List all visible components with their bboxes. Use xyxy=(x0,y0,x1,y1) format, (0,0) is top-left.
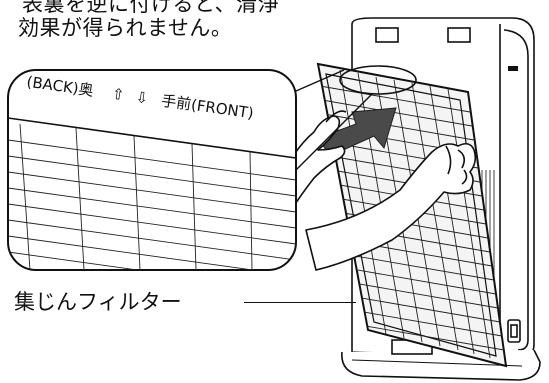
dust-filter-leader-line xyxy=(244,302,356,303)
arrow-down-icon: ⇩ xyxy=(134,88,149,108)
arrow-up-icon: ⇧ xyxy=(111,85,126,105)
back-label-highlight xyxy=(339,65,417,95)
caption-line-2: 効果が得られません。 xyxy=(18,16,233,40)
dust-filter-label: 集じんフィルター xyxy=(14,290,182,314)
caption-line-1: 表裏を逆に付けると、清浄 xyxy=(22,0,280,16)
magnified-view: (BACK)奥 ⇧ ⇩ 手前(FRONT) xyxy=(7,69,297,271)
